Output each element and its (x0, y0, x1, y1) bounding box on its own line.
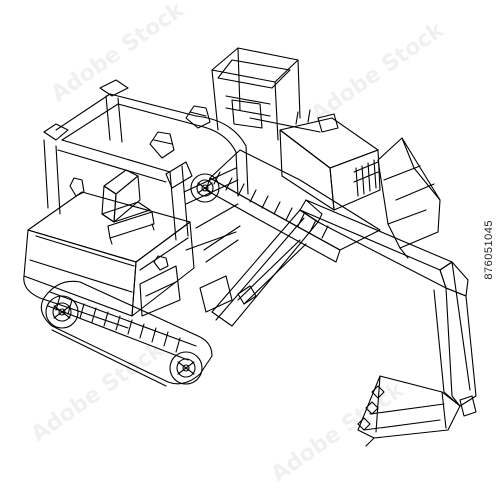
roll-cage (44, 80, 248, 262)
dozer-blade (378, 138, 440, 258)
excavator-upper-body (24, 192, 194, 328)
excavator-boom (212, 200, 452, 326)
excavator-stick (434, 262, 476, 416)
rear-crawler-track (191, 150, 380, 262)
excavator-bucket (358, 376, 460, 446)
rear-cab (212, 48, 320, 140)
operator-seat (102, 170, 154, 244)
stock-id-label: 876051045 (478, 0, 500, 500)
front-crawler-track (41, 281, 212, 386)
side-panel-details (140, 232, 236, 316)
exhaust-caps (70, 106, 210, 270)
rear-engine-block (280, 110, 380, 210)
stock-id-text: 876051045 (483, 220, 495, 280)
